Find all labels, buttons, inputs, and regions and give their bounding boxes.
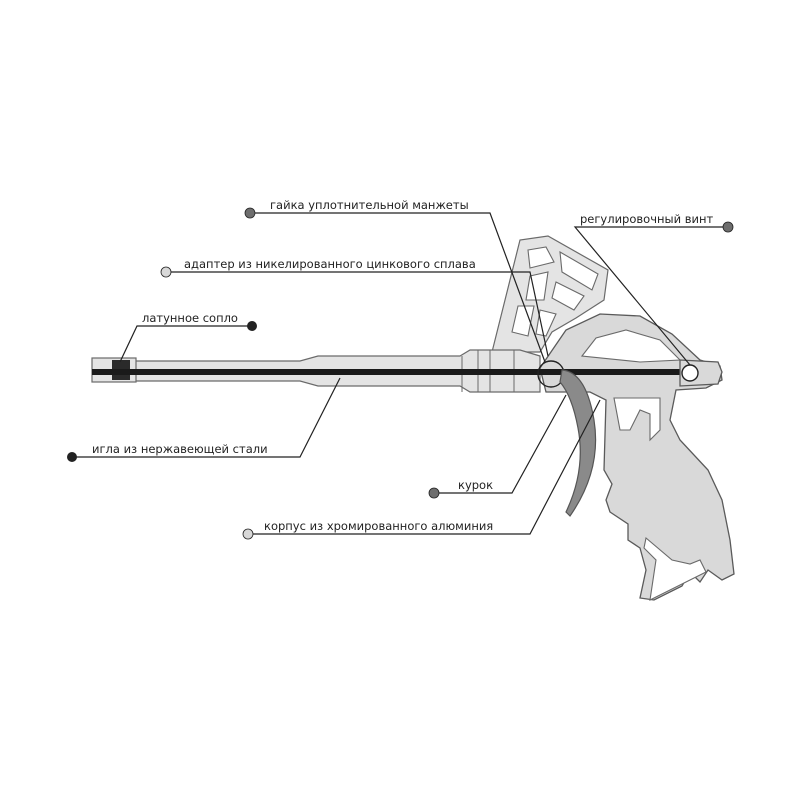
- label-needle: игла из нержавеющей стали: [92, 442, 268, 456]
- leader-body: [248, 399, 601, 535]
- leader-nozzle: [119, 325, 252, 363]
- label-trigger: курок: [458, 478, 493, 492]
- adapter-lattice: [491, 235, 609, 353]
- marker-trigger: [428, 487, 440, 499]
- foam-gun-illustration: [91, 235, 735, 601]
- marker-adapter: [160, 266, 172, 278]
- marker-nozzle: [247, 321, 257, 331]
- label-nozzle: латунное сопло: [142, 311, 238, 325]
- leader-seal-nut: [250, 212, 546, 363]
- label-markers: [67, 207, 734, 540]
- screw-ring: [681, 364, 699, 382]
- marker-seal-nut: [244, 207, 256, 219]
- label-body: корпус из хромированного алюминия: [264, 519, 493, 533]
- trigger-lever: [559, 369, 597, 517]
- label-adapter: адаптер из никелированного цинкового спл…: [184, 257, 476, 271]
- steel-needle: [92, 369, 692, 375]
- leader-needle: [72, 377, 341, 458]
- labels: гайка уплотнительной манжеты адаптер из …: [92, 198, 713, 533]
- leader-trigger: [434, 394, 567, 494]
- label-seal-nut: гайка уплотнительной манжеты: [270, 198, 469, 212]
- marker-body: [242, 528, 254, 540]
- leader-adapter: [166, 271, 549, 357]
- marker-needle: [67, 452, 77, 462]
- label-screw: регулировочный винт: [580, 212, 713, 226]
- leader-lines: [72, 212, 728, 535]
- marker-screw: [722, 221, 734, 233]
- leader-screw: [573, 226, 728, 366]
- aluminum-body: [539, 313, 735, 601]
